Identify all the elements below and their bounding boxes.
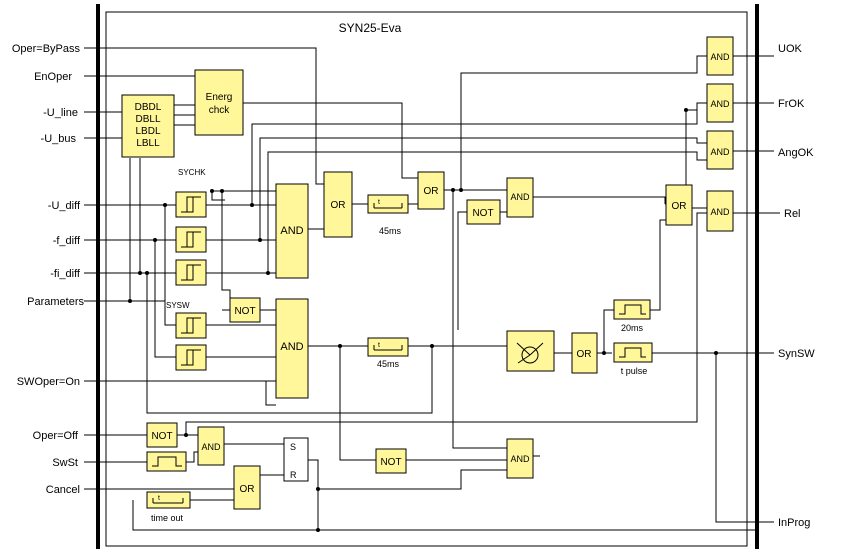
input-swst: SwSt [52,457,78,469]
function-block-title: SYN25-Eva [339,21,402,35]
pulse-t-label: t pulse [621,366,648,376]
input-en-oper: EnOper [34,71,72,83]
and-gate-sychk: AND [275,183,309,279]
and-gate-2: AND [506,177,534,218]
not-gate-3: NOT [375,448,407,474]
sr-flipflop: S R [283,437,309,482]
svg-text:OR: OR [331,200,346,211]
svg-text:AND: AND [710,147,730,157]
or-gate-synsw: OR [571,332,598,374]
svg-text:OR: OR [577,349,592,360]
output-stubs [757,55,780,523]
svg-text:AND: AND [710,207,730,217]
input-cancel: Cancel [46,484,80,496]
svg-text:NOT: NOT [472,208,493,219]
timer-45ms-upper: t [367,194,409,214]
svg-text:NOT: NOT [380,457,401,468]
svg-text:S: S [290,442,296,452]
timer-45ms-upper-label: 45ms [379,226,402,236]
or-gate-cancel: OR [233,465,261,510]
svg-text:NOT: NOT [234,306,255,317]
or-gate-rel: OR [665,184,693,226]
svg-text:R: R [290,470,297,480]
energ-line-2: chck [209,105,231,116]
dbdl-block: DBDL DBLL LBDL LBLL [121,94,175,158]
and-gate-uok: AND [706,36,734,76]
not-gate-2: NOT [466,199,501,225]
phase-angle-block [506,330,555,372]
svg-text:t: t [378,199,380,206]
comparator-sysw-2 [175,344,207,371]
and-gate-swst: AND [197,426,225,466]
svg-text:t: t [158,495,160,502]
and-gate-sysw: AND [275,298,309,399]
swst-pulse [146,451,187,472]
svg-text:AND: AND [510,192,530,202]
and-gate-angok: AND [706,130,734,170]
output-uok: UOK [778,43,803,55]
comparator-u-diff [175,191,207,218]
pulse-20ms-label: 20ms [621,323,644,333]
input-labels: Oper=ByPass EnOper -U_line -U_bus -U_dif… [12,43,85,496]
comparator-fi-diff [175,259,207,286]
input-u-line: -U_line [43,107,78,119]
timer-45ms-lower-label: 45ms [377,359,400,369]
svg-text:AND: AND [710,52,730,62]
or-gate-2: OR [417,171,445,210]
dbdl-line-4: LBLL [136,138,160,149]
timer-timeout: t [146,491,191,509]
signal-wires [84,47,757,531]
not-gate-oper-off: NOT [146,422,178,448]
energ-check-block: Energ chck [194,69,244,136]
energ-line-1: Energ [206,92,233,103]
svg-text:AND: AND [201,442,221,452]
svg-text:NOT: NOT [151,431,172,442]
sysw-label: SYSW [166,301,190,310]
output-labels: UOK FrOK AngOK Rel SynSW InProg [778,43,815,529]
and-gate-frok: AND [706,83,734,123]
input-oper-off: Oper=Off [33,430,79,442]
timeout-label: time out [151,513,184,523]
output-rel: Rel [784,208,801,220]
input-u-diff: -U_diff [48,200,81,212]
not-gate-sysw: NOT [229,297,261,323]
svg-text:OR: OR [240,484,255,495]
input-f-diff: -f_diff [53,235,81,247]
svg-text:OR: OR [424,186,439,197]
sychk-label: SYCHK [178,168,206,177]
and-gate-rel: AND [706,190,734,232]
input-oper-bypass: Oper=ByPass [12,43,81,55]
svg-text:AND: AND [280,225,303,237]
svg-text:AND: AND [710,99,730,109]
svg-text:AND: AND [280,341,303,353]
svg-text:t: t [378,342,380,349]
comparator-f-diff [175,226,207,253]
svg-text:AND: AND [510,454,530,464]
pulse-t [613,342,653,363]
and-gate-inprog: AND [506,438,534,479]
function-block-frame [105,11,748,547]
dbdl-line-3: LBDL [135,126,160,137]
dbdl-line-2: DBLL [135,114,160,125]
dbdl-line-1: DBDL [135,102,162,113]
pulse-20ms [613,299,651,320]
or-gate-sychk: OR [323,171,353,238]
input-fi-diff: -fi_diff [50,268,81,280]
input-parameters: Parameters [27,296,84,308]
svg-text:OR: OR [672,201,687,212]
comparator-sysw-1 [175,312,207,339]
input-swoper-on: SWOper=On [17,376,80,388]
output-inprog: InProg [778,517,810,529]
junction-dots [128,108,718,532]
timer-45ms-lower: t [367,337,409,357]
output-frok: FrOK [778,98,805,110]
output-synsw: SynSW [778,348,815,360]
output-angok: AngOK [778,147,814,159]
input-u-bus: -U_bus [41,133,77,145]
